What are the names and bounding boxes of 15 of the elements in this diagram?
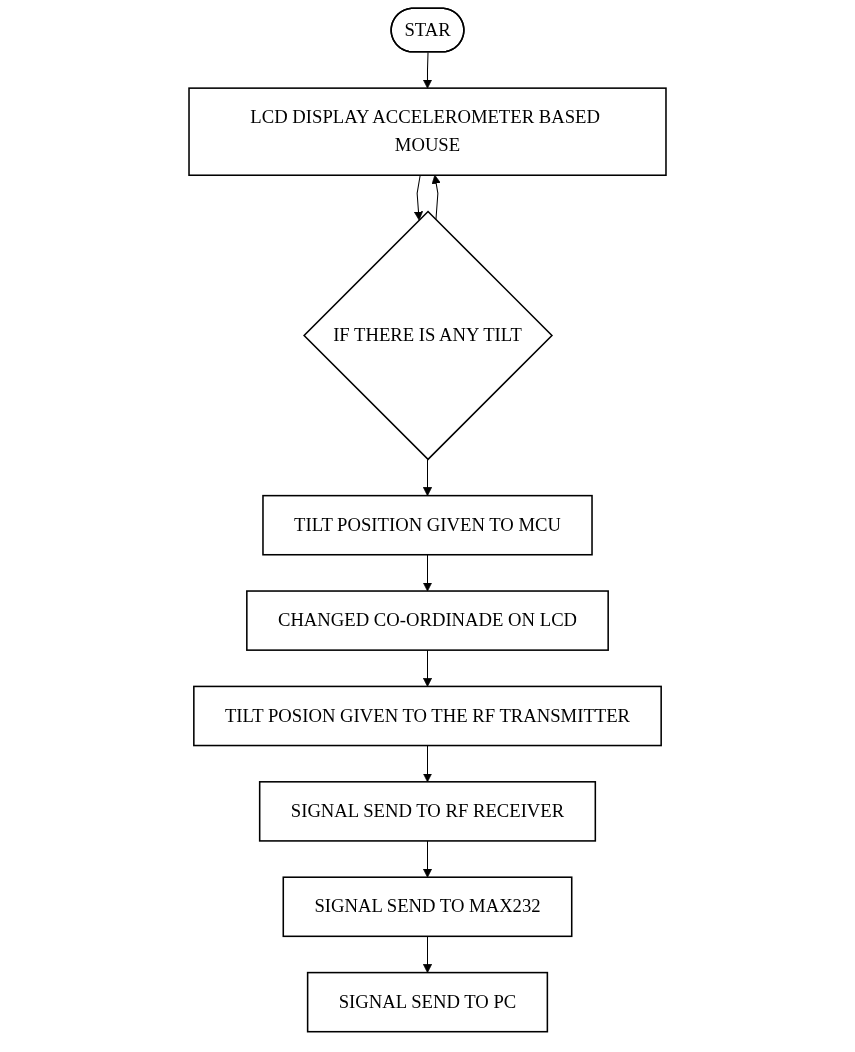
arrow: [413, 174, 423, 221]
arrow: [422, 840, 433, 878]
node-box: SIGNAL SEND TO PC: [306, 971, 549, 1033]
arrow: [422, 745, 433, 783]
arrow: [422, 51, 433, 89]
node-box: CHANGED CO-ORDINADE ON LCD: [246, 590, 609, 651]
arrow: [422, 649, 433, 687]
arrow: [422, 554, 433, 592]
node-box: SIGNAL SEND TO RF RECEIVER: [258, 781, 597, 842]
node-box: TILT POSION GIVEN TO THE RF TRANSMITTER: [193, 685, 662, 747]
arrow: [422, 935, 433, 973]
node-diamond: IF THERE IS ANY TILT: [303, 210, 554, 461]
node-box: SIGNAL SEND TO MAX232: [282, 876, 573, 938]
node-box: LCD DISPLAY ACCELEROMETER BASED MOUSE: [188, 87, 667, 176]
node-box: TILT POSITION GIVEN TO MCU: [262, 494, 593, 556]
